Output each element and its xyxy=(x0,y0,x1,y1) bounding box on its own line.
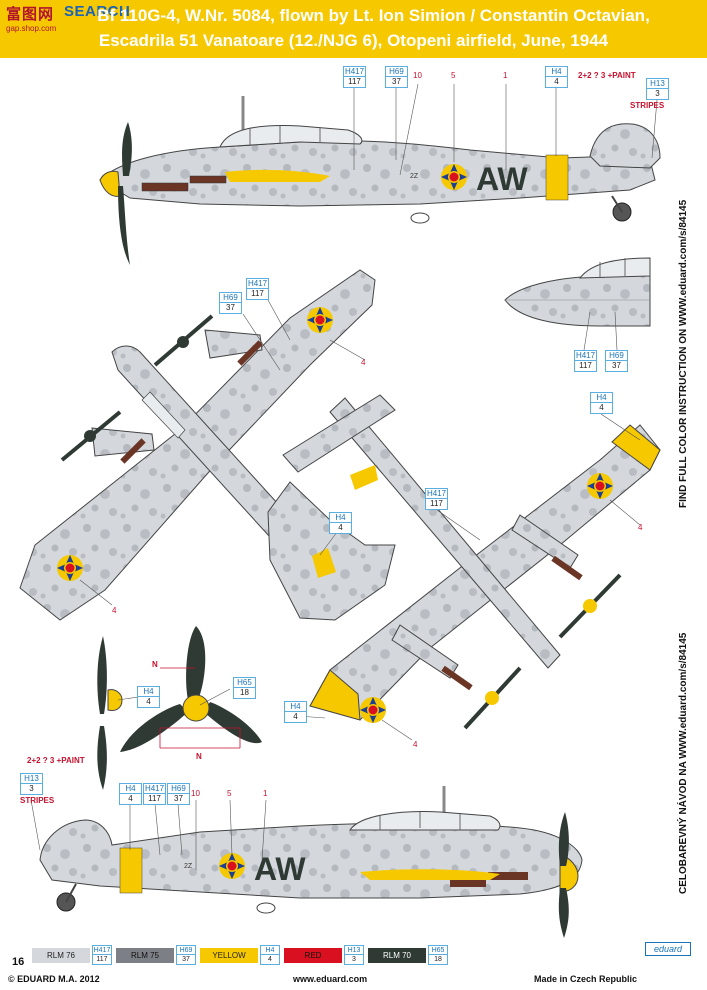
label-1-top: 1 xyxy=(503,71,508,80)
page-number: 16 xyxy=(12,956,25,968)
callout-h69-top: H69 37 xyxy=(385,66,408,88)
legend-callout: H4 4 xyxy=(260,945,280,965)
callout-h417-bottomview: H417 117 xyxy=(425,488,448,510)
logo-search-text: SEARCH xyxy=(64,3,131,20)
label-n-lower: N xyxy=(196,752,202,761)
paint-note-top: 2+2 ? 3 +PAINT xyxy=(578,71,636,80)
side-view-left: AW 2Z xyxy=(99,96,661,265)
propeller-detail xyxy=(97,626,262,790)
legend-callout: H417 117 xyxy=(92,945,112,965)
callout-h4-top: H4 4 xyxy=(545,66,568,88)
bottom-view xyxy=(282,394,661,730)
label-4-bottomview-right: 4 xyxy=(638,523,643,532)
label-5-bottom: 5 xyxy=(227,789,232,798)
legend-swatch: RLM 70 xyxy=(368,948,426,963)
callout-h13-top: H13 3 xyxy=(646,78,669,100)
callout-h65: H65 18 xyxy=(233,677,256,699)
footer-website[interactable]: www.eduard.com xyxy=(293,974,368,984)
legend-callout: H69 37 xyxy=(176,945,196,965)
label-4-bottomview-left: 4 xyxy=(413,740,418,749)
callout-h417-topview: H417 117 xyxy=(246,278,269,300)
legend-callout: H65 18 xyxy=(428,945,448,965)
legend-swatch: RED xyxy=(284,948,342,963)
svg-text:AW: AW xyxy=(476,161,528,197)
callout-h69-detail: H69 37 xyxy=(605,350,628,372)
callout-h4-topview: H4 4 xyxy=(329,512,352,534)
callout-h4-bottomview-left: H4 4 xyxy=(284,701,307,723)
leader-lines xyxy=(30,83,658,870)
callout-h13-bottom: H13 3 xyxy=(20,773,43,795)
callout-h417-bottom: H417 117 xyxy=(143,783,166,805)
legend-swatch: YELLOW xyxy=(200,948,258,963)
svg-text:AW: AW xyxy=(254,851,306,887)
label-10-top: 10 xyxy=(413,71,422,80)
logo-main-text: 富图网 xyxy=(6,6,55,23)
page-title-line1: Bf 110G-4, W.Nr. 5084, flown by Lt. Ion … xyxy=(97,6,650,25)
eduard-logo: eduard xyxy=(645,942,691,956)
footer-made-in: Made in Czech Republic xyxy=(534,974,638,984)
legend-swatch: RLM 75 xyxy=(116,948,174,963)
side-text-lower: CELOBAREVNÝ NÁVOD NA WWW.eduard.com/s/84… xyxy=(678,632,689,894)
legend-swatch: RLM 76 xyxy=(32,948,90,963)
top-view xyxy=(19,269,396,621)
label-5-top: 5 xyxy=(451,71,456,80)
callout-h4-bottom: H4 4 xyxy=(119,783,142,805)
label-4-topview-left: 4 xyxy=(112,606,117,615)
page-title-line2: Escadrila 51 Vanatoare (12./NJG 6), Otop… xyxy=(98,31,609,50)
side-view-right: AW 2Z xyxy=(39,786,583,938)
label-10-bottom: 10 xyxy=(191,789,200,798)
callout-h4-propeller: H4 4 xyxy=(137,686,160,708)
stripes-label-top: STRIPES xyxy=(630,101,665,110)
legend-callout: H13 3 xyxy=(344,945,364,965)
site-logo[interactable]: 富图网 SEARCH gap.shop.com xyxy=(6,3,130,33)
stripes-label-bottom: STRIPES xyxy=(20,796,55,805)
fuselage-detail-view xyxy=(504,257,651,327)
paint-note-bottom: 2+2 ? 3 +PAINT xyxy=(27,756,85,765)
callout-h417-top: H417 117 xyxy=(343,66,366,88)
callout-h4-bottomview-right: H4 4 xyxy=(590,392,613,414)
logo-url: gap.shop.com xyxy=(6,24,57,33)
header-bar: 富图网 SEARCH gap.shop.com Bf 110G-4, W.Nr.… xyxy=(0,0,707,58)
callout-h69-topview: H69 37 xyxy=(219,292,242,314)
label-4-topview-right: 4 xyxy=(361,358,366,367)
label-n-upper: N xyxy=(152,660,158,669)
svg-text:2Z: 2Z xyxy=(184,863,193,870)
callout-h69-bottom: H69 37 xyxy=(167,783,190,805)
svg-text:2Z: 2Z xyxy=(410,173,419,180)
label-1-bottom: 1 xyxy=(263,789,268,798)
side-text-upper: FIND FULL COLOR INSTRUCTION ON WWW.eduar… xyxy=(678,199,689,508)
callout-h417-detail: H417 117 xyxy=(574,350,597,372)
footer-copyright: © EDUARD M.A. 2012 xyxy=(8,974,100,984)
